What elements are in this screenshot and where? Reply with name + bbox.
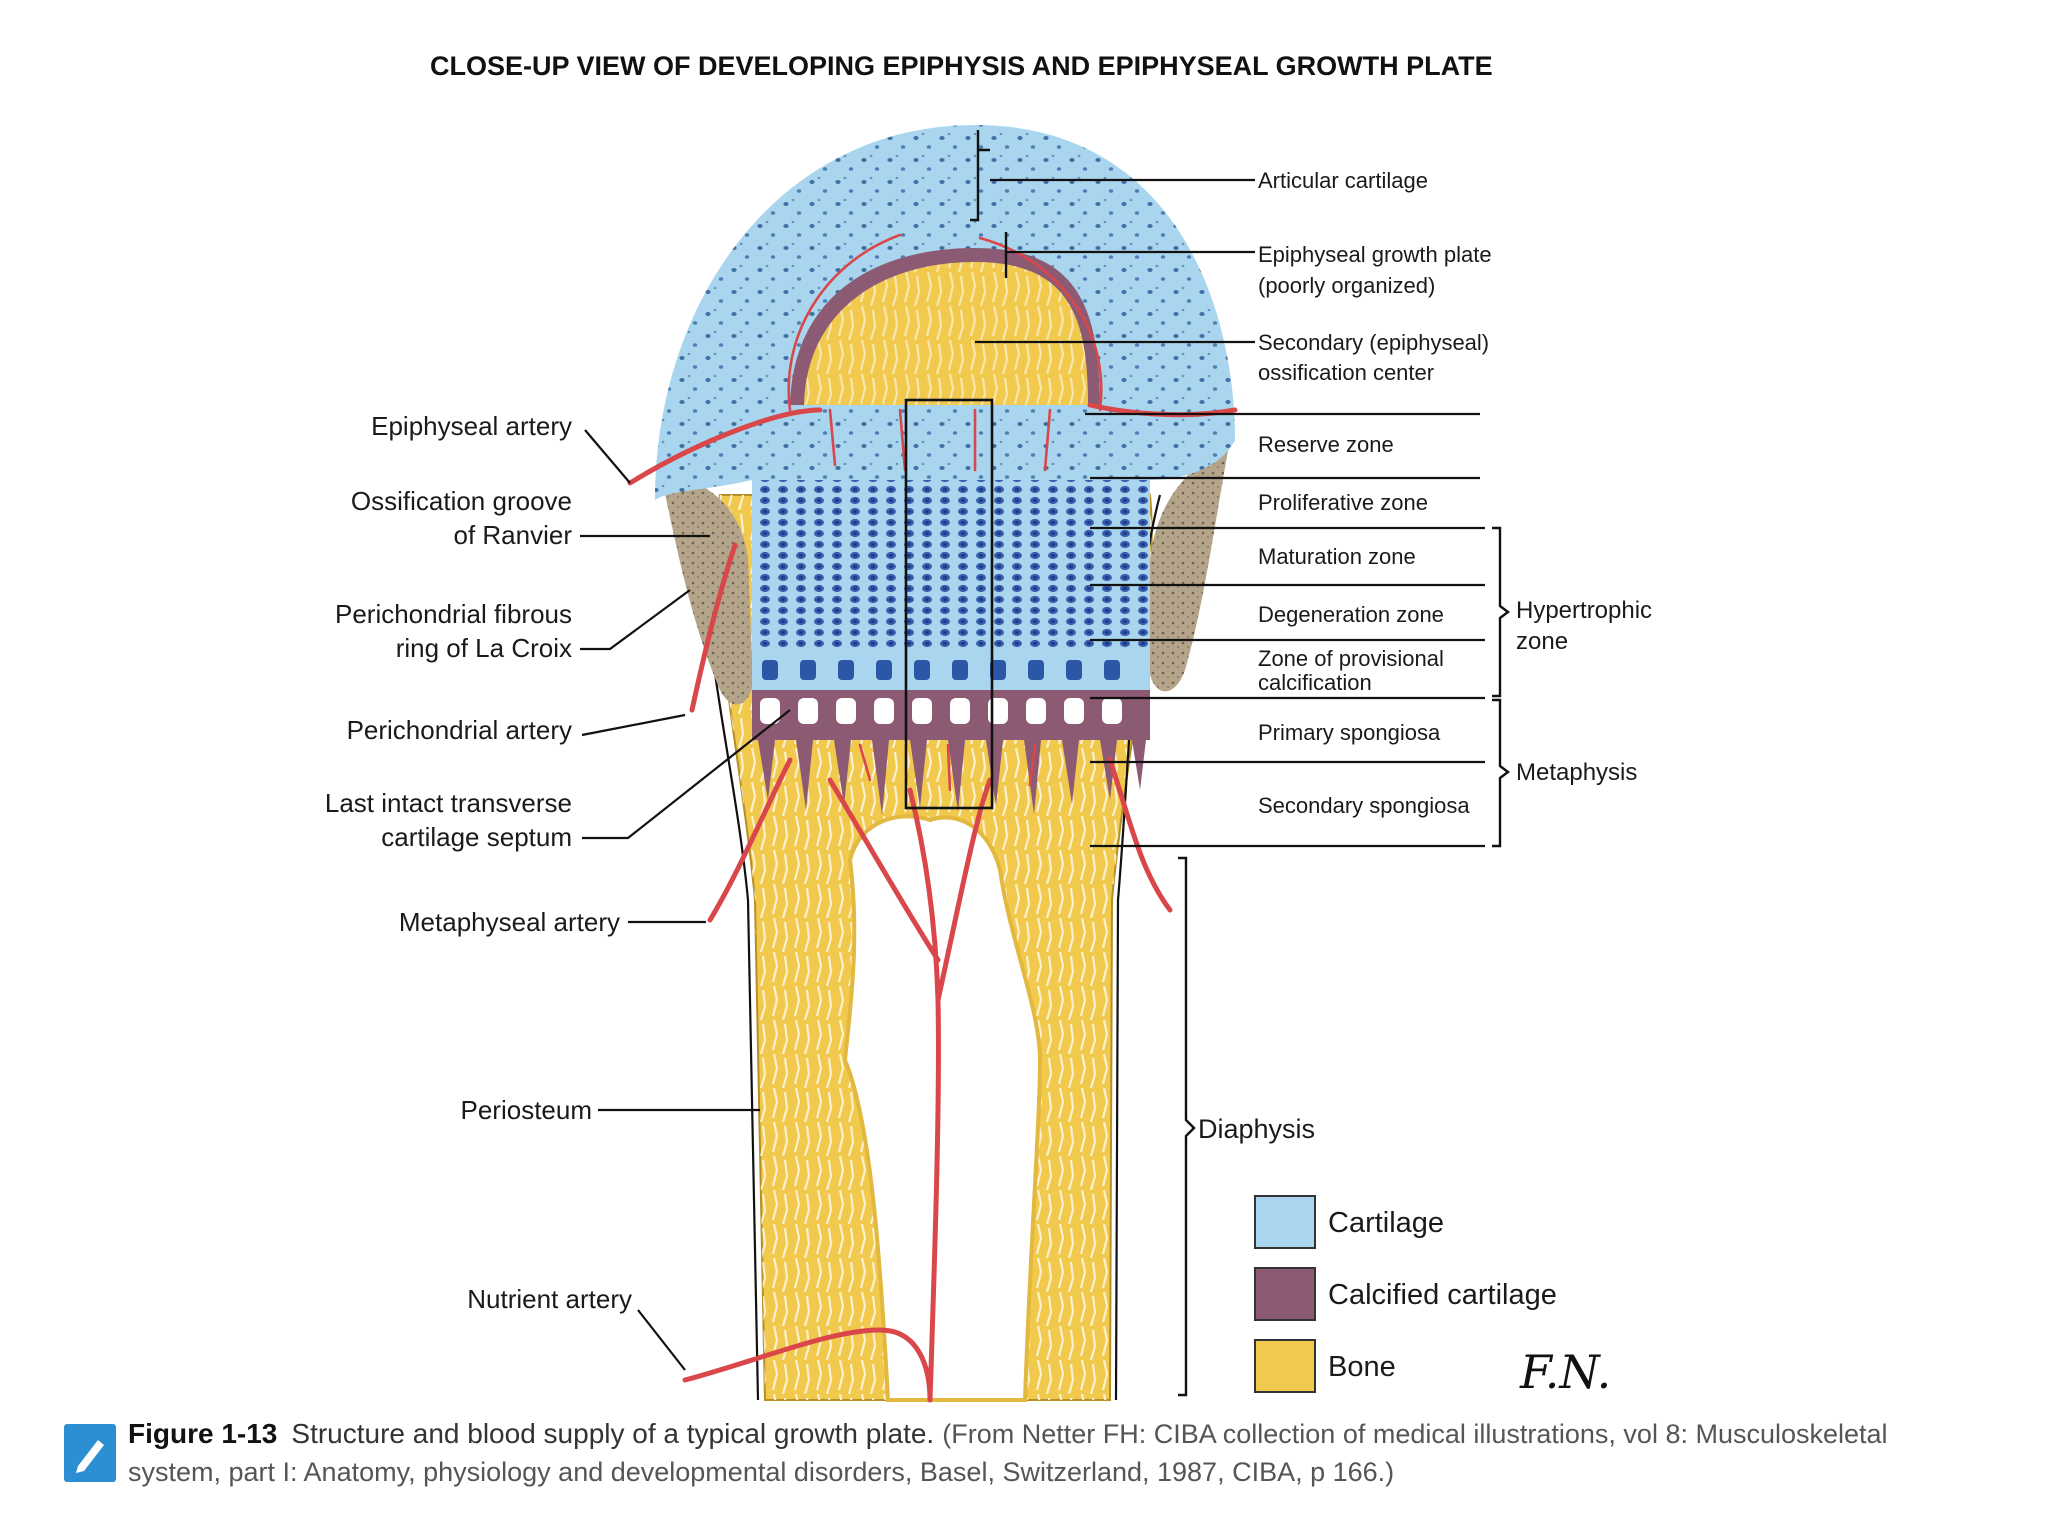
- medullary-cavity: [842, 814, 1043, 1402]
- secondary-center-texture: [804, 262, 1088, 405]
- legend-swatch-calcified: [1254, 1267, 1316, 1321]
- legend-swatch-cartilage: [1254, 1195, 1316, 1249]
- label-primary-spongiosa: Primary spongiosa: [1258, 720, 1441, 745]
- label-growth-plate-2: (poorly organized): [1258, 273, 1435, 298]
- hypertrophic-zone: [752, 650, 1150, 690]
- caption-description: Structure and blood supply of a typical …: [291, 1418, 935, 1449]
- label-metaphyseal-artery: Metaphyseal artery: [399, 907, 620, 937]
- label-provisional-calc-2: calcification: [1258, 670, 1372, 695]
- chondrocyte-columns: [752, 478, 1150, 650]
- figure-title: CLOSE-UP VIEW OF DEVELOPING EPIPHYSIS AN…: [430, 51, 1493, 81]
- perichondrial-ring-right-texture: [1148, 440, 1230, 692]
- label-metaphysis: Metaphysis: [1516, 759, 1637, 786]
- right-leader-lines: [970, 130, 1485, 848]
- label-last-septum-1: Last intact transverse: [325, 788, 572, 818]
- label-hypertrophic-1: Hypertrophic: [1516, 597, 1652, 624]
- diaphysis-bracket: [1178, 856, 1196, 1397]
- label-ossification-groove-2: of Ranvier: [454, 520, 573, 550]
- figure-caption: Figure 1-13 Structure and blood supply of…: [128, 1415, 1928, 1491]
- arteries: [627, 233, 1238, 1403]
- label-diaphysis: Diaphysis: [1198, 1114, 1315, 1144]
- label-perichondrial-ring-1: Perichondrial fibrous: [335, 599, 572, 629]
- label-epiphyseal-artery: Epiphyseal artery: [371, 411, 572, 441]
- label-reserve-zone: Reserve zone: [1258, 432, 1394, 457]
- nutrient-artery-vessel: [682, 1327, 933, 1403]
- label-periosteum: Periosteum: [461, 1095, 593, 1125]
- metaphyseal-artery-vessels: [707, 757, 1173, 923]
- primary-spongiosa-spicules: [758, 740, 1146, 815]
- metaphysis-bracket: [1492, 698, 1510, 848]
- label-articular-cartilage: Articular cartilage: [1258, 168, 1428, 193]
- perichondrial-ring-left-texture: [660, 470, 754, 705]
- label-perichondrial-ring-2: ring of La Croix: [396, 633, 572, 663]
- closeup-highlight-box: [904, 398, 994, 810]
- label-last-septum-2: cartilage septum: [381, 822, 572, 852]
- epiphyseal-artery-left: [627, 407, 823, 486]
- caption-pencil-icon: [64, 1424, 116, 1482]
- left-leader-lines: [580, 429, 791, 1371]
- label-perichondrial-artery: Perichondrial artery: [347, 715, 572, 745]
- hypertrophic-bracket: [1492, 526, 1510, 698]
- legend-label-cartilage: Cartilage: [1328, 1207, 1444, 1239]
- legend: Cartilage Calcified cartilage Bone: [1254, 1195, 1557, 1393]
- reserve-zone-cells: [760, 405, 1140, 478]
- legend-label-calcified: Calcified cartilage: [1328, 1279, 1557, 1311]
- label-maturation-zone: Maturation zone: [1258, 544, 1416, 569]
- perichondrial-artery-vessel: [689, 542, 738, 713]
- label-secondary-spongiosa: Secondary spongiosa: [1258, 793, 1470, 818]
- artist-signature: F.N.: [1519, 1345, 1611, 1399]
- label-degeneration-zone: Degeneration zone: [1258, 602, 1444, 627]
- caption-reference: (From Netter FH: CIBA collection of medi…: [128, 1419, 1888, 1487]
- label-secondary-center-1: Secondary (epiphyseal): [1258, 330, 1489, 355]
- label-secondary-center-2: ossification center: [1258, 360, 1434, 385]
- legend-label-bone: Bone: [1328, 1351, 1396, 1383]
- label-growth-plate-1: Epiphyseal growth plate: [1258, 242, 1492, 267]
- label-provisional-calc-1: Zone of provisional: [1258, 646, 1444, 671]
- hypertrophic-cells: [762, 660, 1120, 680]
- nutrient-artery-branches: [827, 777, 993, 1403]
- label-ossification-groove-1: Ossification groove: [351, 486, 572, 516]
- legend-swatch-bone: [1254, 1339, 1316, 1393]
- caption-figure-number: Figure 1-13: [128, 1418, 278, 1449]
- label-nutrient-artery: Nutrient artery: [467, 1284, 632, 1314]
- label-hypertrophic-2: zone: [1516, 628, 1568, 655]
- label-proliferative-zone: Proliferative zone: [1258, 490, 1428, 515]
